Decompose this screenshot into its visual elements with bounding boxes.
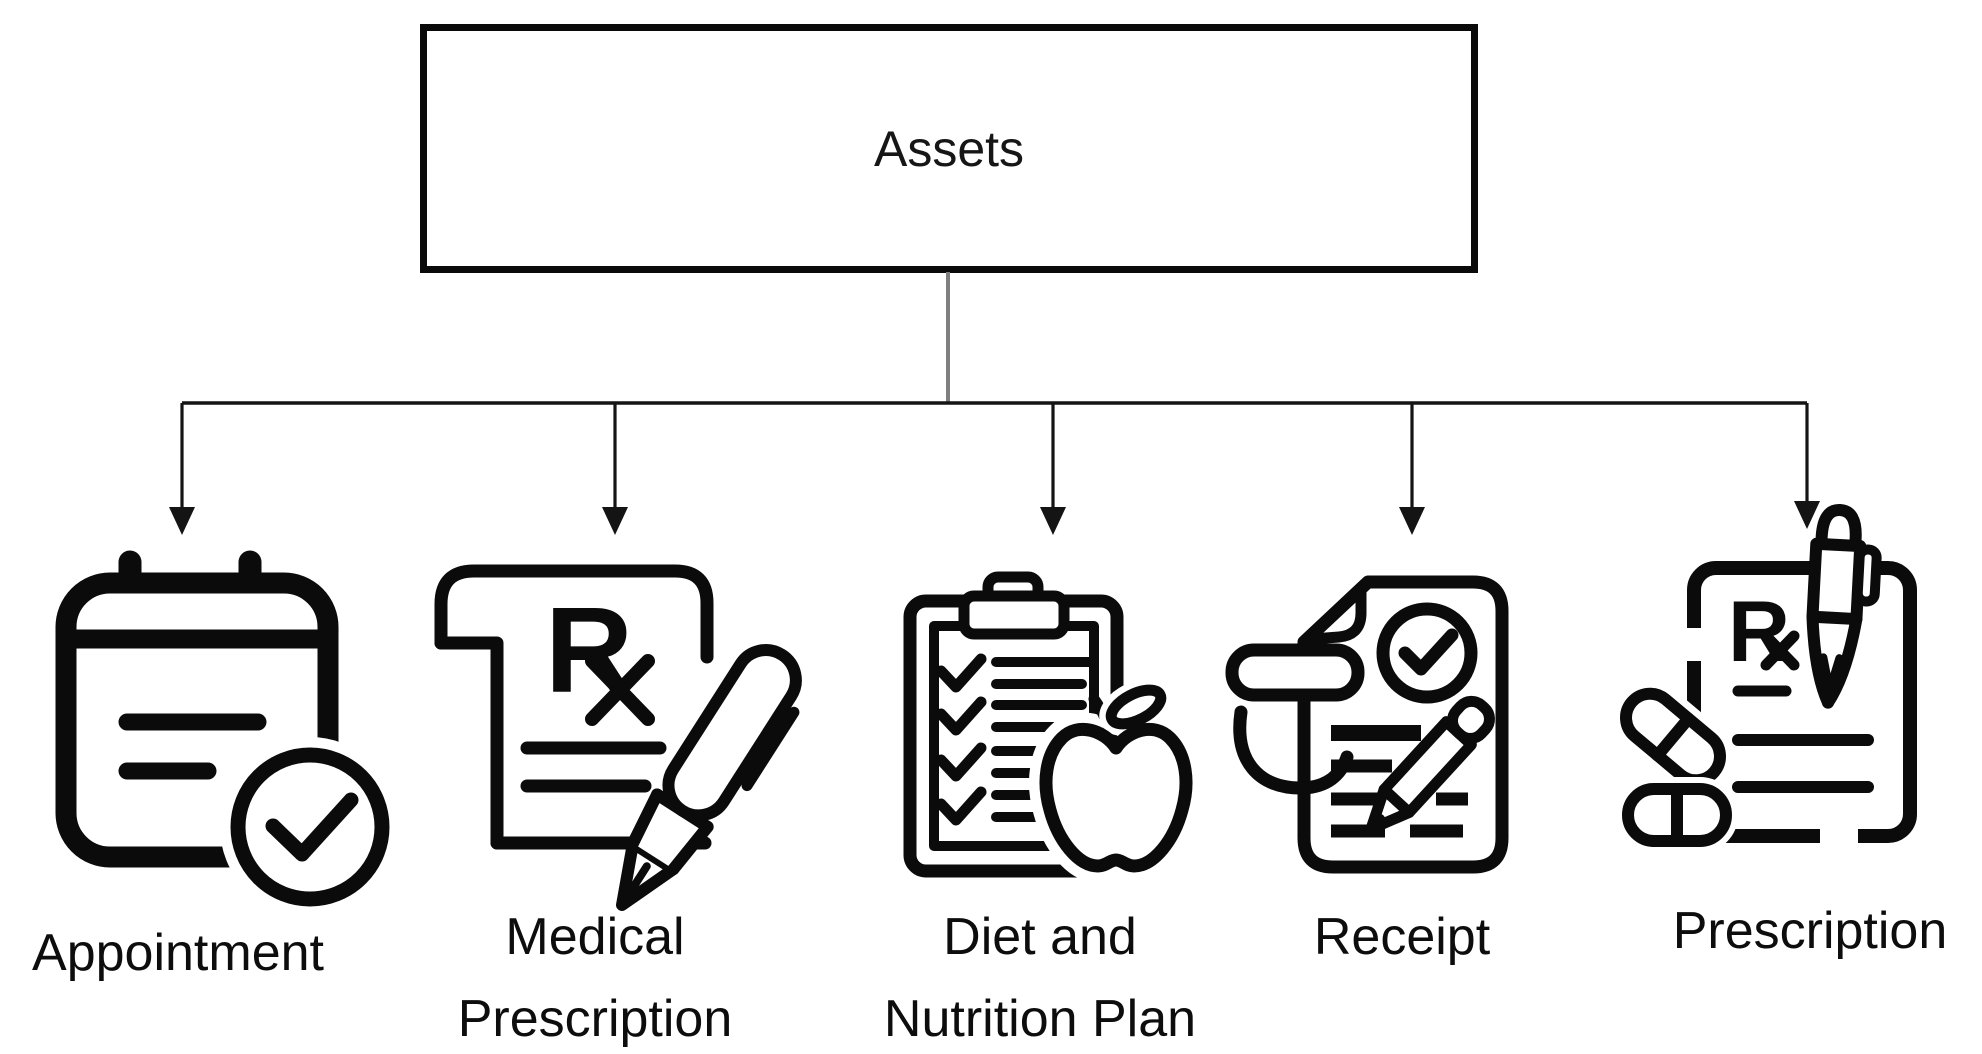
rx-paper-pen-pills-icon: R <box>1613 504 1917 853</box>
label-receipt-line1: Receipt <box>1313 908 1491 966</box>
label-medical-prescription-line2: Prescription <box>457 990 733 1048</box>
assets-root-label: Assets <box>873 120 1025 177</box>
rx-scroll-pen-icon: R <box>434 564 802 911</box>
label-receipt: Receipt <box>1092 896 1712 978</box>
connector-arrow-prescription <box>1794 403 1820 529</box>
label-diet-nutrition-plan: Diet and Nutrition Plan <box>730 896 1350 1054</box>
connector-arrow-receipt <box>1399 403 1425 535</box>
label-diet-nutrition-plan-line2: Nutrition Plan <box>883 990 1197 1048</box>
assets-root-node: Assets <box>420 24 1478 273</box>
label-diet-nutrition-plan-line1: Diet and <box>943 908 1137 966</box>
receipt-hand-check-pencil-icon <box>1225 575 1509 874</box>
clipboard-checklist-apple-icon <box>903 571 1203 883</box>
label-medical-prescription-line1: Medical <box>505 908 685 966</box>
connector-arrow-diet-nutrition <box>1040 403 1066 535</box>
rx-symbol: R <box>1728 584 1790 680</box>
label-prescription: Prescription <box>1500 890 1982 972</box>
label-appointment: Appointment <box>0 912 488 994</box>
label-appointment-line1: Appointment <box>32 924 324 982</box>
label-medical-prescription: Medical Prescription <box>285 896 905 1054</box>
connector-arrow-appointment <box>169 403 195 535</box>
tree-connectors <box>169 272 1820 535</box>
connector-arrow-medical-prescription <box>602 403 628 535</box>
calendar-check-icon <box>55 550 400 917</box>
label-prescription-line1: Prescription <box>1672 902 1948 960</box>
